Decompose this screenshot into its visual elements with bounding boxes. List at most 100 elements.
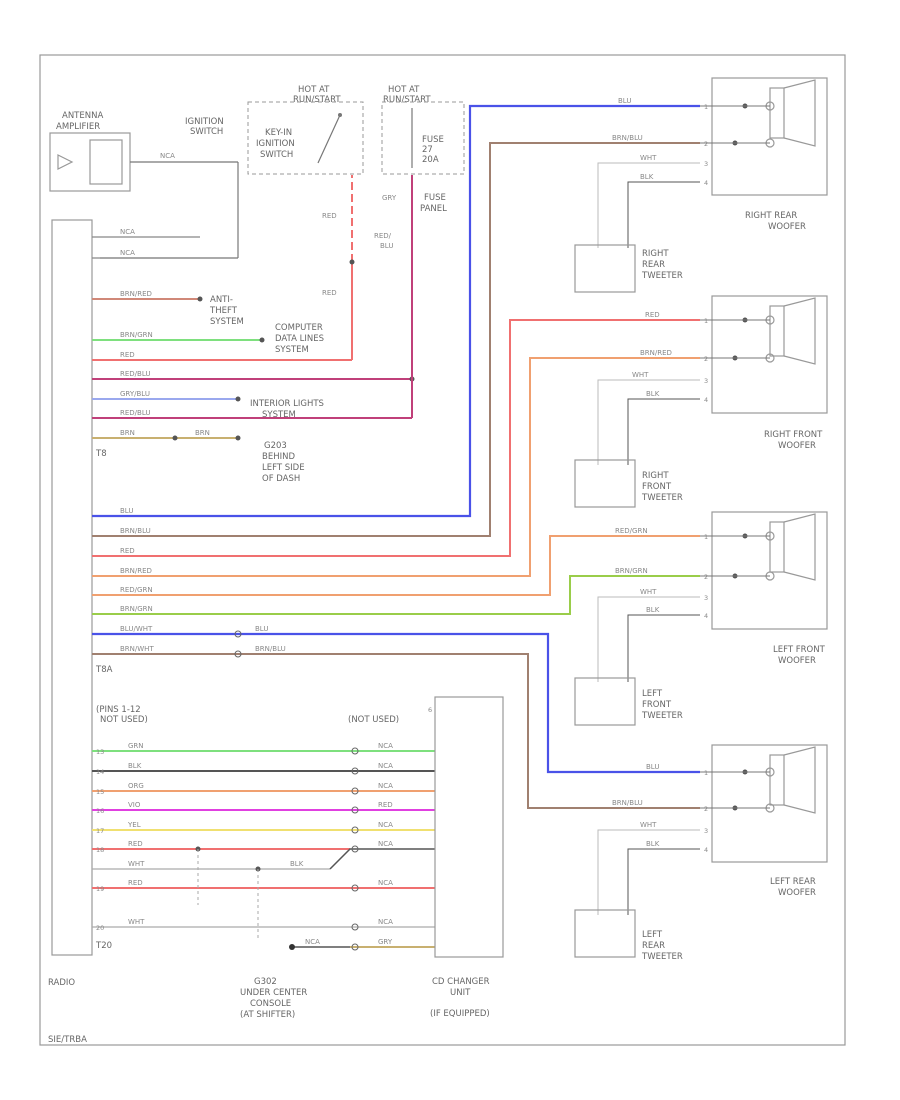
svg-text:16: 16 [96,807,104,815]
svg-text:RED: RED [378,801,393,809]
svg-text:RED/GRN: RED/GRN [615,527,648,535]
svg-text:TWEETER: TWEETER [641,952,683,962]
svg-text:LEFT FRONT: LEFT FRONT [773,645,826,655]
svg-text:RED/BLU: RED/BLU [120,370,151,378]
svg-text:INTERIOR LIGHTS: INTERIOR LIGHTS [250,399,324,409]
svg-text:ANTENNA: ANTENNA [62,111,103,121]
svg-text:TWEETER: TWEETER [641,493,683,503]
svg-text:WOOFER: WOOFER [778,441,816,451]
svg-text:THEFT: THEFT [209,306,238,316]
svg-text:RED: RED [120,351,135,359]
svg-text:3: 3 [704,827,708,835]
svg-text:VIO: VIO [128,801,141,809]
svg-text:NCA: NCA [120,249,135,257]
svg-text:T20: T20 [95,941,112,951]
svg-text:ANTI-: ANTI- [210,295,233,305]
svg-text:(PINS 1-12: (PINS 1-12 [96,705,141,715]
svg-text:FRONT: FRONT [642,482,672,492]
svg-text:NCA: NCA [378,879,393,887]
svg-text:NCA: NCA [120,228,135,236]
svg-text:19: 19 [96,885,104,893]
svg-text:WOOFER: WOOFER [778,888,816,898]
svg-text:BRN/GRN: BRN/GRN [615,567,648,575]
footer-code: SIE/TRBA [48,1035,87,1045]
svg-text:WHT: WHT [640,588,657,596]
svg-text:WHT: WHT [128,860,145,868]
svg-text:PANEL: PANEL [420,204,447,214]
svg-text:WOOFER: WOOFER [778,656,816,666]
svg-text:LEFT: LEFT [642,689,663,699]
svg-text:1: 1 [704,533,708,541]
svg-text:OF DASH: OF DASH [262,474,300,484]
cd-changer-unit: 6 CD CHANGER UNIT (IF EQUIPPED) [428,696,504,1019]
svg-text:BRN/BLU: BRN/BLU [612,799,643,807]
svg-text:G203: G203 [264,441,287,451]
svg-text:6: 6 [428,706,432,714]
svg-text:SYSTEM: SYSTEM [275,345,309,355]
svg-text:BLK: BLK [290,860,304,868]
svg-text:RED: RED [645,311,660,319]
fuse-box: HOT AT RUN/START FUSE 27 20A FUSE PANEL [381,85,465,214]
svg-text:TWEETER: TWEETER [641,711,683,721]
svg-text:BLU/WHT: BLU/WHT [120,625,153,633]
svg-text:RED: RED [120,547,135,555]
svg-text:RIGHT: RIGHT [642,471,669,481]
svg-text:NCA: NCA [378,918,393,926]
svg-text:IGNITION: IGNITION [185,117,224,127]
svg-text:BRN/GRN: BRN/GRN [120,331,153,339]
svg-text:BEHIND: BEHIND [262,452,295,462]
svg-text:BRN/BLU: BRN/BLU [612,134,643,142]
svg-text:NOT USED): NOT USED) [100,715,148,725]
svg-text:1: 1 [704,769,708,777]
svg-text:RIGHT: RIGHT [642,249,669,259]
svg-text:NCA: NCA [378,762,393,770]
svg-text:NCA: NCA [378,840,393,848]
svg-text:WOOFER: WOOFER [768,222,806,232]
svg-text:BRN: BRN [120,429,135,437]
svg-text:1: 1 [704,103,708,111]
svg-text:TWEETER: TWEETER [641,271,683,281]
svg-text:1: 1 [704,317,708,325]
svg-text:FUSE: FUSE [422,135,444,145]
svg-text:RED: RED [322,289,337,297]
radio-label: RADIO [48,978,75,988]
svg-text:RED: RED [128,840,143,848]
svg-text:2: 2 [704,355,708,363]
svg-text:KEY-IN: KEY-IN [265,128,292,138]
svg-text:17: 17 [96,827,104,835]
svg-text:(AT SHIFTER): (AT SHIFTER) [240,1010,295,1020]
svg-text:RED/: RED/ [374,232,392,240]
svg-text:YEL: YEL [127,821,141,829]
svg-text:RIGHT REAR: RIGHT REAR [745,211,797,221]
svg-text:BLU: BLU [120,507,133,515]
svg-text:BRN/BLU: BRN/BLU [120,527,151,535]
svg-text:SYSTEM: SYSTEM [262,410,296,420]
svg-text:4: 4 [704,396,708,404]
svg-text:13: 13 [96,748,104,756]
svg-text:FUSE: FUSE [424,193,446,203]
svg-text:WHT: WHT [640,821,657,829]
svg-text:RIGHT FRONT: RIGHT FRONT [764,430,823,440]
svg-text:REAR: REAR [642,260,665,270]
svg-text:G302: G302 [254,977,277,987]
svg-text:RED: RED [128,879,143,887]
svg-text:20: 20 [96,924,104,932]
svg-text:BLK: BLK [646,840,660,848]
svg-text:UNDER CENTER: UNDER CENTER [240,988,307,998]
svg-text:BLU: BLU [646,763,659,771]
svg-text:BLK: BLK [646,606,660,614]
svg-text:BRN/BLU: BRN/BLU [255,645,286,653]
svg-text:SYSTEM: SYSTEM [210,317,244,327]
svg-text:T8: T8 [95,449,107,459]
t8a-wires: BLU BRN/BLU RED BRN/RED RED/GRN BRN/GRN … [92,104,700,809]
svg-text:27: 27 [422,145,433,155]
svg-text:3: 3 [704,377,708,385]
svg-text:14: 14 [96,768,104,776]
svg-text:LEFT: LEFT [642,930,663,940]
svg-text:GRY: GRY [382,194,397,202]
svg-text:COMPUTER: COMPUTER [275,323,323,333]
svg-text:3: 3 [704,160,708,168]
svg-text:SWITCH: SWITCH [190,127,223,137]
svg-text:RED/GRN: RED/GRN [120,586,153,594]
